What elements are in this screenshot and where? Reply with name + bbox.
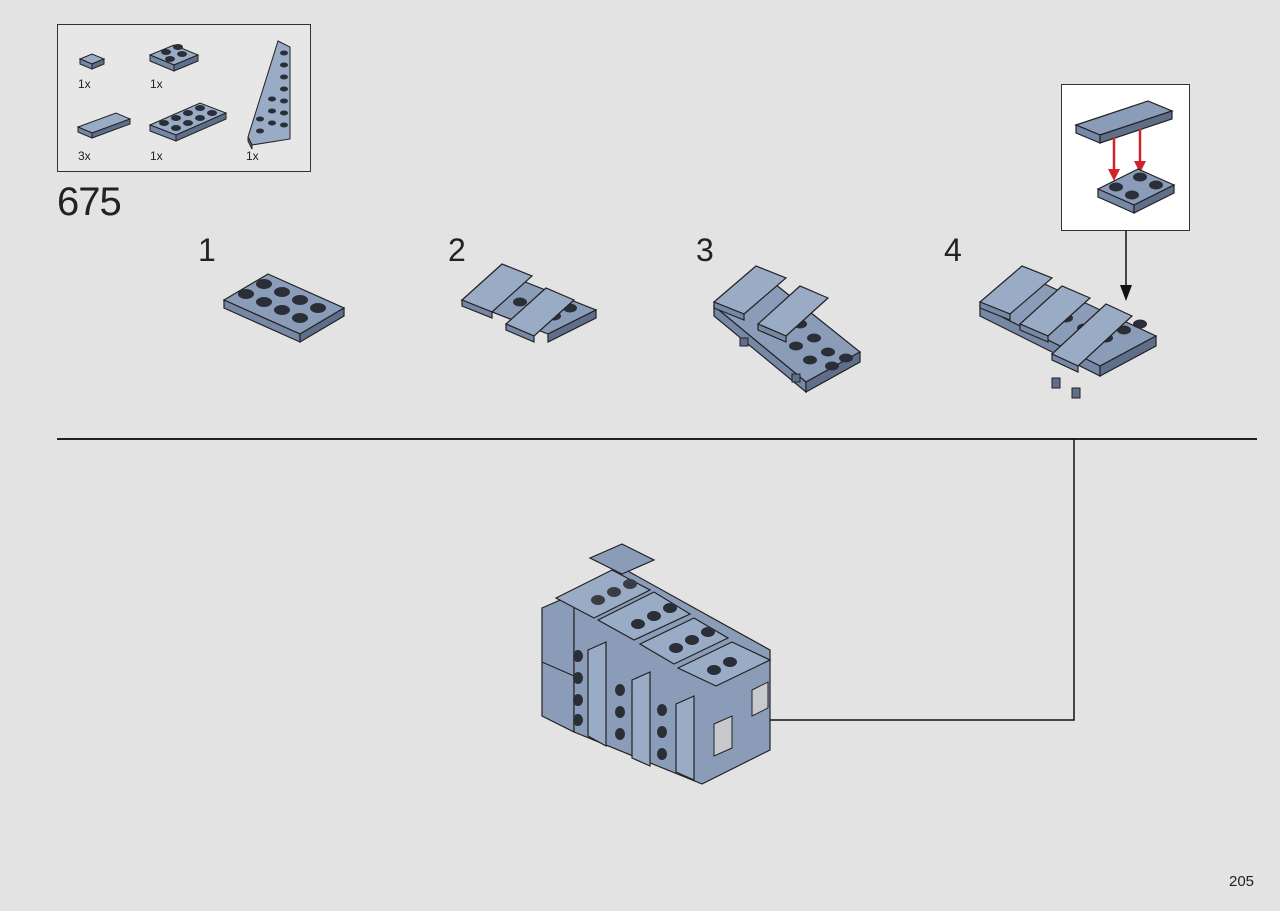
substep-number-4: 4 [944,232,962,268]
substep-number-3: 3 [696,232,714,268]
substep-number-2: 2 [448,232,466,268]
substep-1-illustration [222,273,346,344]
section-divider [57,438,1257,440]
callout-illustration [1074,100,1176,214]
callout-box [1061,84,1190,231]
parts-list: 1x 1x 1x 3x [57,24,311,172]
tile-1x1-icon [78,53,106,70]
plate-2x4-icon [148,102,228,142]
part-qty: 1x [78,77,91,91]
part-qty: 3x [78,149,91,163]
part-qty: 1x [150,77,163,91]
substep-number-1: 1 [198,232,216,268]
substep-4-illustration [978,265,1158,399]
page-number: 205 [1229,873,1255,890]
substep-3-illustration [712,265,862,394]
callout-arrow [1120,231,1132,301]
model-illustration [541,543,772,785]
substep-2-illustration [460,263,598,343]
part-qty: 1x [246,149,259,163]
step-number: 675 [57,180,122,224]
plate-2x2-icon [148,44,200,72]
wedge-plate-icon [247,40,291,150]
part-qty: 1x [150,149,163,163]
tile-1x2-icon [76,112,132,139]
